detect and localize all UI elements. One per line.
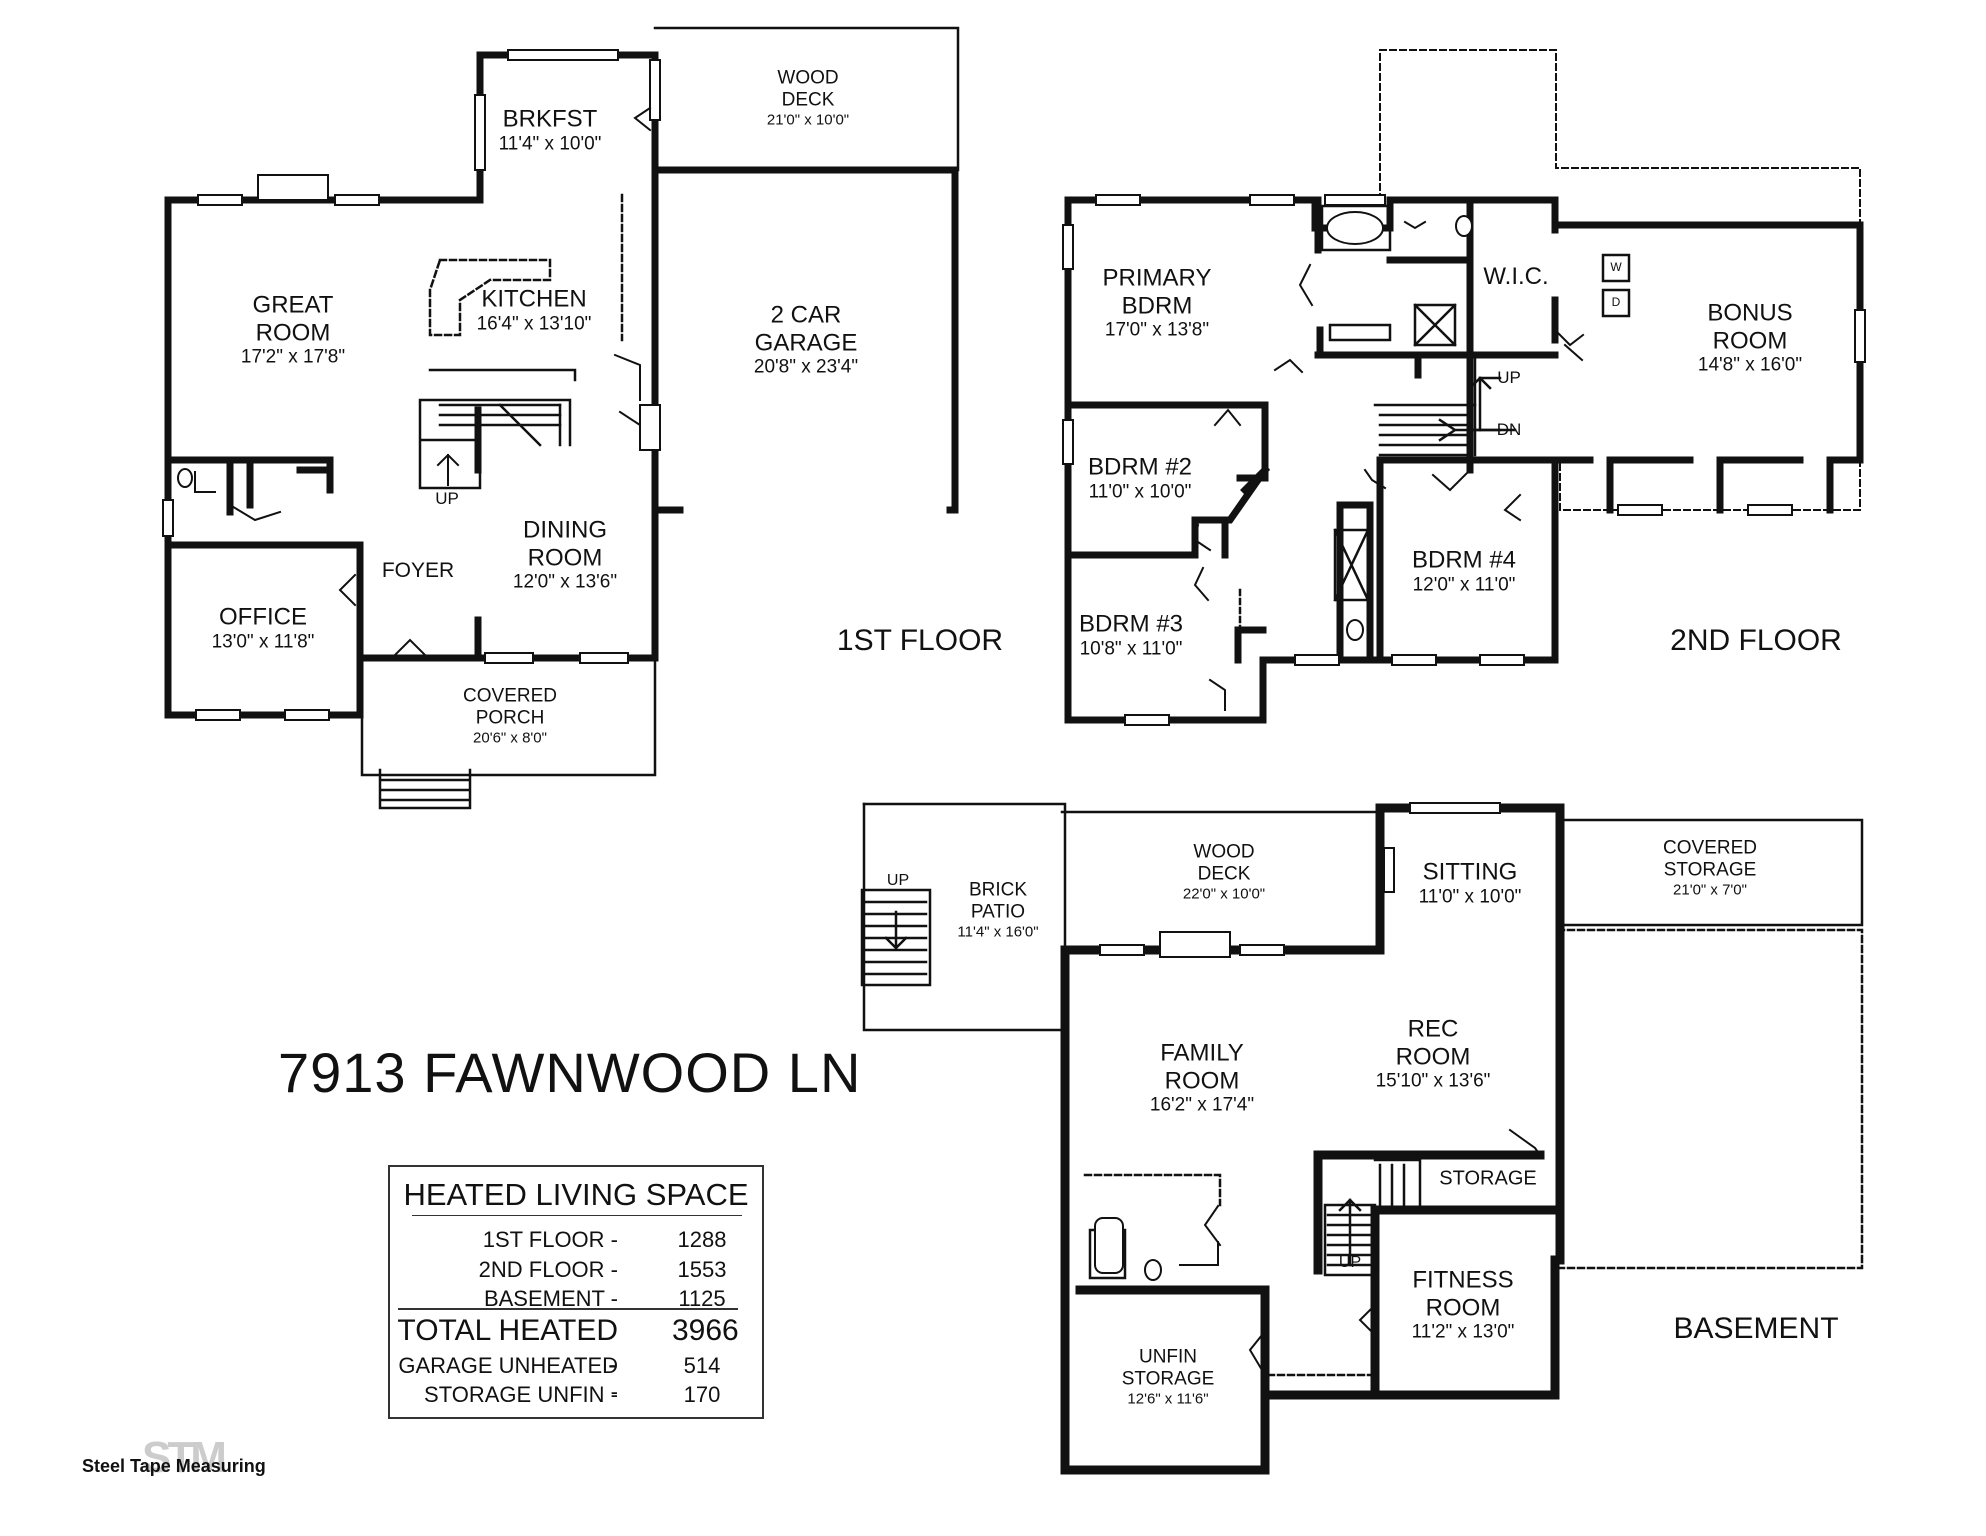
first-floor-title: 1ST FLOOR <box>836 624 1004 657</box>
room-foyer: FOYER <box>381 558 455 582</box>
heated-living-space-table: HEATED LIVING SPACE 1ST FLOOR - 1288 2ND… <box>388 1165 764 1419</box>
washer-label: W <box>1610 260 1622 275</box>
second-floor-thin <box>1238 204 1631 652</box>
second-floor-dashed <box>1379 49 1861 511</box>
second-floor-stair-up-label: UP <box>1497 368 1521 388</box>
first-floor-windows <box>162 49 661 721</box>
room-wic: W.I.C. <box>1483 263 1549 291</box>
first-floor-stair-arrow <box>436 453 460 486</box>
dryer-label: D <box>1611 295 1621 310</box>
first-floor-doors <box>194 106 652 657</box>
property-address: 7913 FAWNWOOD LN <box>278 1041 862 1104</box>
table-divider-value <box>674 1308 738 1310</box>
basement-stair-up-label: UP <box>1338 1253 1362 1271</box>
second-floor-windows <box>1062 194 1866 726</box>
table-title-underline <box>412 1215 742 1216</box>
second-floor-title: 2ND FLOOR <box>1670 624 1842 657</box>
table-title: HEATED LIVING SPACE <box>403 1177 749 1212</box>
basement-title: BASEMENT <box>1673 1312 1839 1345</box>
basement-thin <box>860 802 1864 1377</box>
plumbing-fixtures <box>177 211 1473 1281</box>
stm-logo: STM <box>142 1433 227 1482</box>
basement-doors <box>1179 1128 1542 1372</box>
second-floor-stair-down-label: DN <box>1496 420 1522 440</box>
first-floor-stair-up-label: UP <box>435 489 459 509</box>
basement-windows <box>1099 802 1501 958</box>
patio-stair-up-label: UP <box>886 871 910 889</box>
room-storage: STORAGE <box>1439 1167 1537 1190</box>
first-floor-thin-lines <box>360 26 960 810</box>
company-name: Steel Tape Measuring <box>82 1456 266 1476</box>
second-floor-doors <box>1193 220 1585 711</box>
table-divider <box>398 1308 676 1310</box>
